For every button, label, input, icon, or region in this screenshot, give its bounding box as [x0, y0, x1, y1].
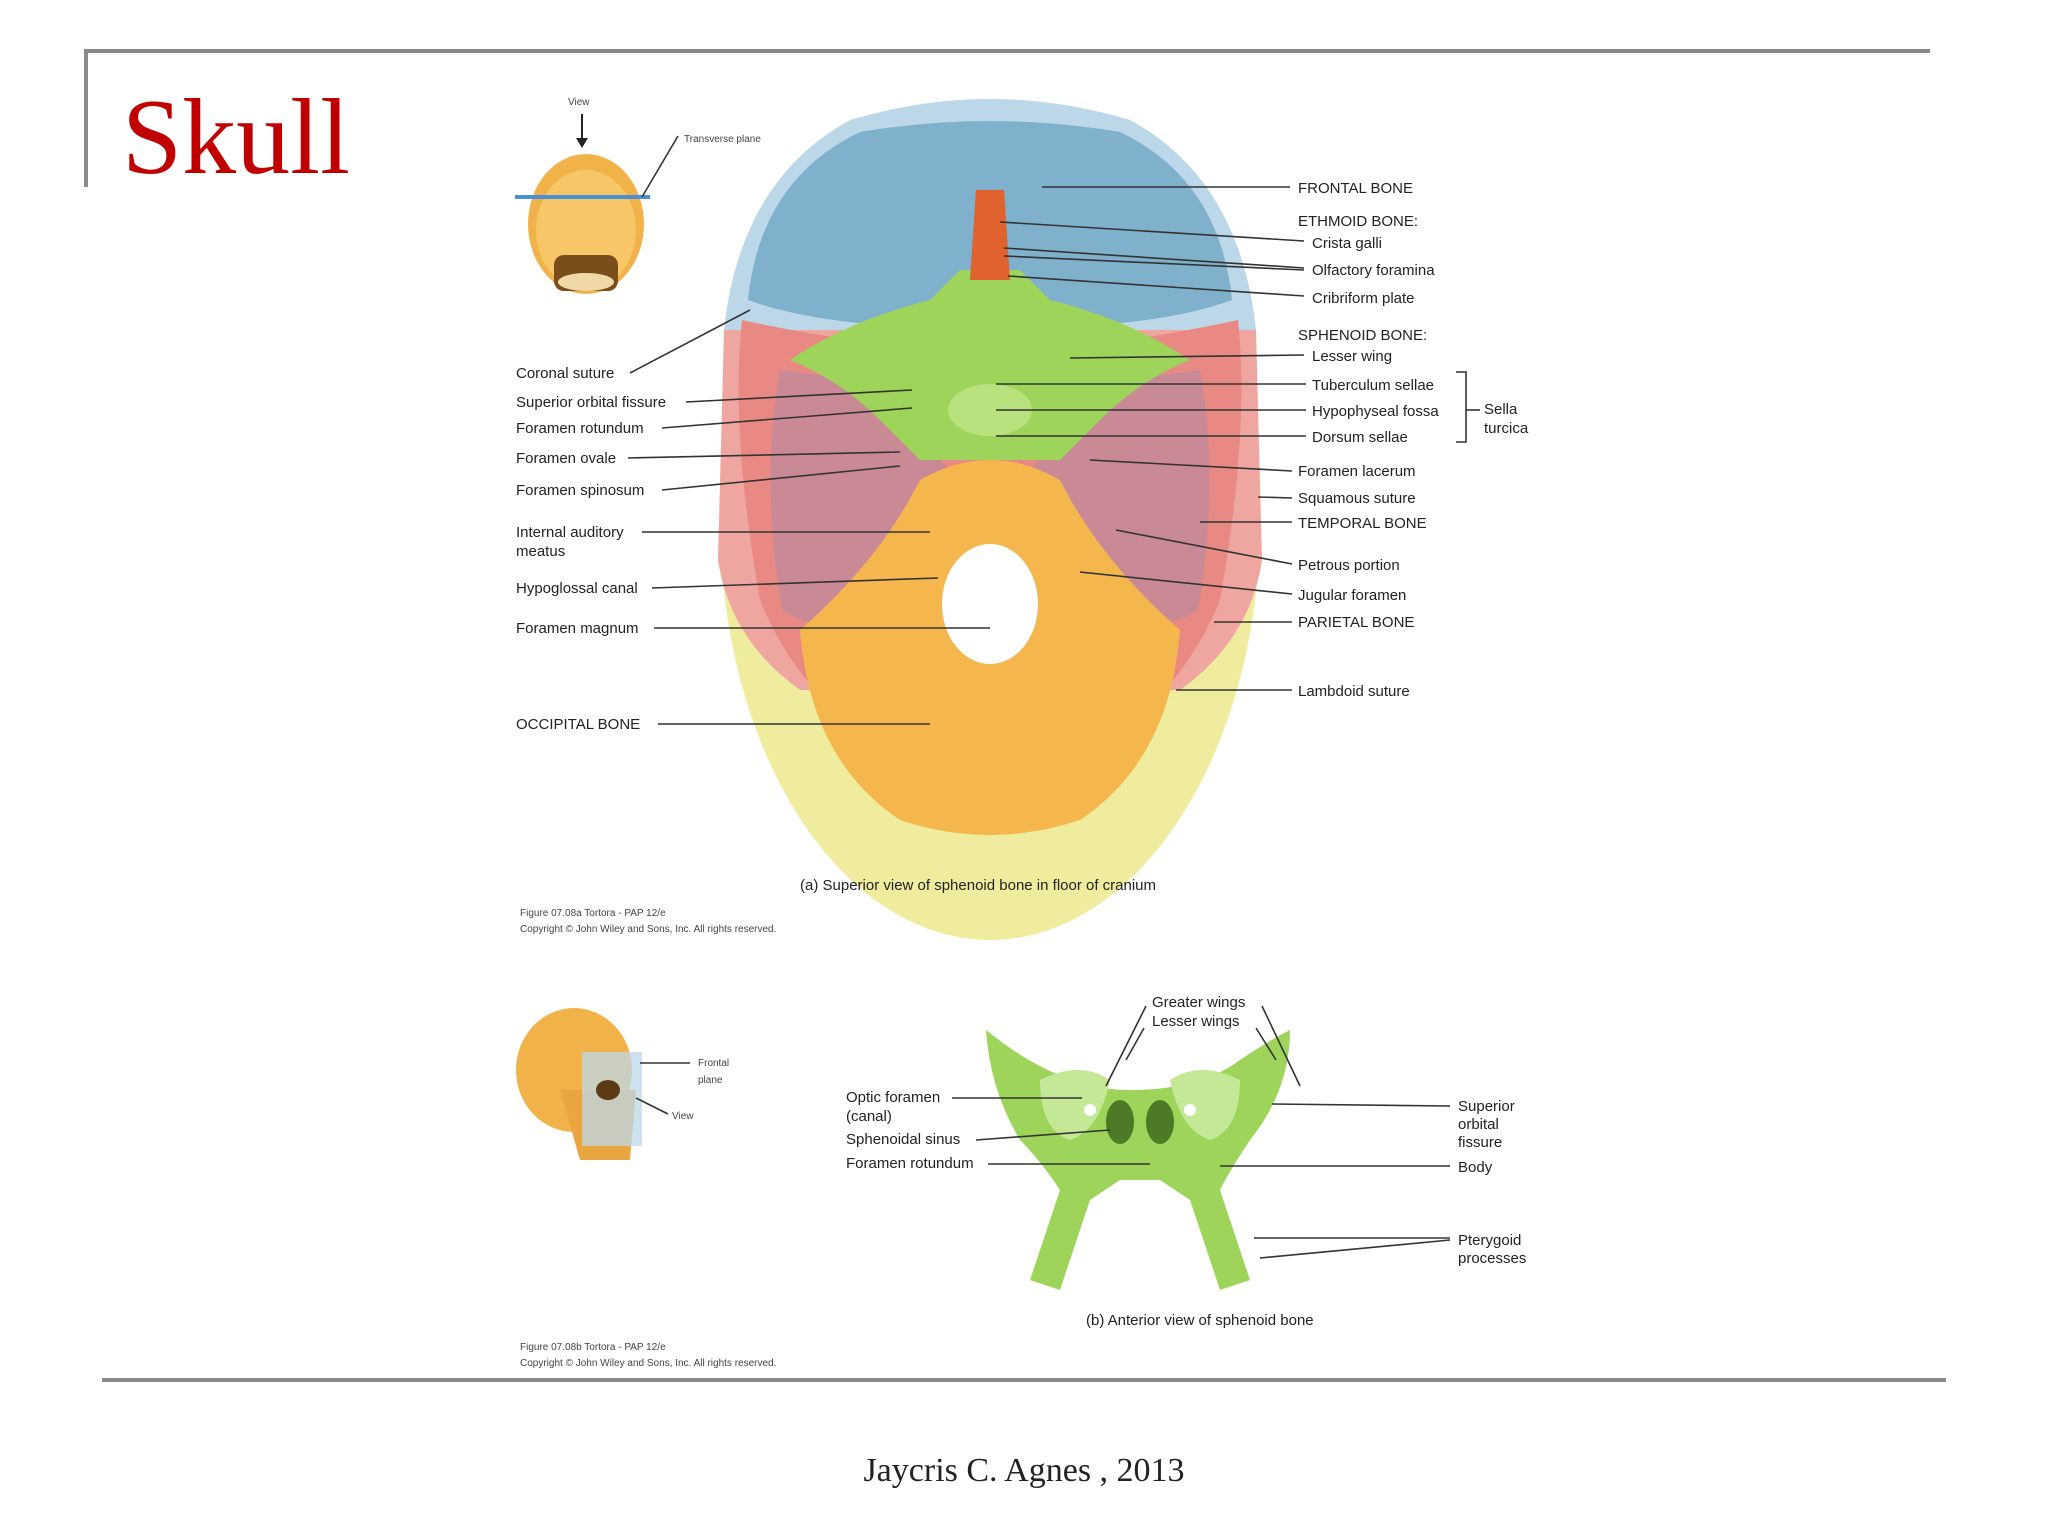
transverse-plane-label: Transverse plane — [684, 134, 761, 145]
label-meatus: meatus — [516, 543, 565, 560]
label-sphenoidal-sinus: Sphenoidal sinus — [846, 1131, 960, 1148]
label-internal-auditory: Internal auditory — [516, 524, 624, 541]
optic-foramen-right — [1184, 1104, 1196, 1116]
label-foramen-ovale: Foramen ovale — [516, 450, 616, 467]
frontal-plane-label-line1: Frontal — [698, 1058, 729, 1069]
view-label-a: View — [568, 97, 590, 108]
label-sphenoid-bone: SPHENOID BONE: — [1298, 327, 1427, 344]
label-frontal-bone: FRONTAL BONE — [1298, 180, 1413, 197]
label-turcica: turcica — [1484, 420, 1529, 437]
label-squamous-suture: Squamous suture — [1298, 490, 1416, 507]
frontal-plane-label-line2: plane — [698, 1075, 723, 1086]
label-superior: Superior — [1458, 1098, 1515, 1115]
label-orbital: orbital — [1458, 1116, 1499, 1133]
greater-wing-left — [1040, 1070, 1110, 1140]
sella-turcica — [948, 384, 1032, 436]
cranial-floor-illustration — [718, 99, 1262, 940]
caption-figure-b: (b) Anterior view of sphenoid bone — [1086, 1312, 1314, 1329]
label-body: Body — [1458, 1159, 1493, 1176]
label-petrous-portion: Petrous portion — [1298, 557, 1400, 574]
anterior-leader-lines — [952, 1005, 1451, 1259]
label-sella: Sella — [1484, 401, 1518, 418]
label-occipital-bone: OCCIPITAL BONE — [516, 716, 640, 733]
label-optic-canal: (canal) — [846, 1108, 892, 1125]
caption-figure-a: (a) Superior view of sphenoid bone in fl… — [800, 877, 1156, 894]
greater-wing-right — [1170, 1070, 1240, 1140]
sphenoid-bone — [790, 270, 1190, 460]
label-greater-wings: Greater wings — [1152, 994, 1245, 1011]
label-processes: processes — [1458, 1250, 1526, 1267]
credit-figure-a-line2: Copyright © John Wiley and Sons, Inc. Al… — [520, 924, 776, 935]
label-foramen-rotundum-b: Foramen rotundum — [846, 1155, 974, 1172]
slide-frame-left — [84, 49, 88, 187]
label-parietal-bone: PARIETAL BONE — [1298, 614, 1414, 631]
anterior-sphenoid-illustration — [986, 1030, 1290, 1290]
label-crista-galli: Crista galli — [1312, 235, 1382, 252]
label-pterygoid: Pterygoid — [1458, 1232, 1521, 1249]
label-foramen-spinosum: Foramen spinosum — [516, 482, 644, 499]
label-superior-orbital-fissure: Superior orbital fissure — [516, 394, 666, 411]
label-lesser-wings: Lesser wings — [1152, 1013, 1240, 1030]
label-tuberculum-sellae: Tuberculum sellae — [1312, 377, 1434, 394]
label-temporal-bone: TEMPORAL BONE — [1298, 515, 1427, 532]
credit-figure-b-line1: Figure 07.08b Tortora - PAP 12/e — [520, 1342, 666, 1353]
sphenoidal-sinus-right — [1146, 1100, 1174, 1144]
transverse-orientation-skull — [515, 114, 679, 294]
optic-foramen-left — [1084, 1104, 1096, 1116]
label-foramen-lacerum: Foramen lacerum — [1298, 463, 1416, 480]
frontal-orientation-skull — [516, 1008, 690, 1160]
view-label-b: View — [672, 1111, 694, 1122]
slide-footer: Jaycris C. Agnes , 2013 — [863, 1452, 1185, 1489]
sphenoid-body — [986, 1030, 1290, 1290]
label-hypoglossal-canal: Hypoglossal canal — [516, 580, 638, 597]
label-fissure: fissure — [1458, 1134, 1502, 1151]
sphenoidal-sinus-left — [1106, 1100, 1134, 1144]
left-leader-lines — [627, 309, 990, 725]
label-lambdoid-suture: Lambdoid suture — [1298, 683, 1410, 700]
label-foramen-rotundum: Foramen rotundum — [516, 420, 644, 437]
label-olfactory-foramina: Olfactory foramina — [1312, 262, 1435, 279]
label-cribriform-plate: Cribriform plate — [1312, 290, 1415, 307]
label-ethmoid-bone: ETHMOID BONE: — [1298, 213, 1418, 230]
label-lesser-wing: Lesser wing — [1312, 348, 1392, 365]
credit-figure-a-line1: Figure 07.08a Tortora - PAP 12/e — [520, 908, 666, 919]
label-dorsum-sellae: Dorsum sellae — [1312, 429, 1408, 446]
ethmoid-bone — [970, 190, 1010, 280]
slide-frame-top — [84, 49, 1930, 53]
label-coronal-suture: Coronal suture — [516, 365, 614, 382]
slide-frame-bottom — [102, 1378, 1946, 1382]
slide-title: Skull — [122, 78, 351, 197]
right-leader-lines — [996, 186, 1480, 691]
label-optic-foramen: Optic foramen — [846, 1089, 940, 1106]
label-jugular-foramen: Jugular foramen — [1298, 587, 1406, 604]
label-hypophyseal-fossa: Hypophyseal fossa — [1312, 403, 1439, 420]
credit-figure-b-line2: Copyright © John Wiley and Sons, Inc. Al… — [520, 1358, 776, 1369]
label-foramen-magnum: Foramen magnum — [516, 620, 639, 637]
sphenoid-figure: View Transverse plane Coronal suture — [515, 97, 1529, 1369]
foramen-magnum-opening — [942, 544, 1038, 664]
